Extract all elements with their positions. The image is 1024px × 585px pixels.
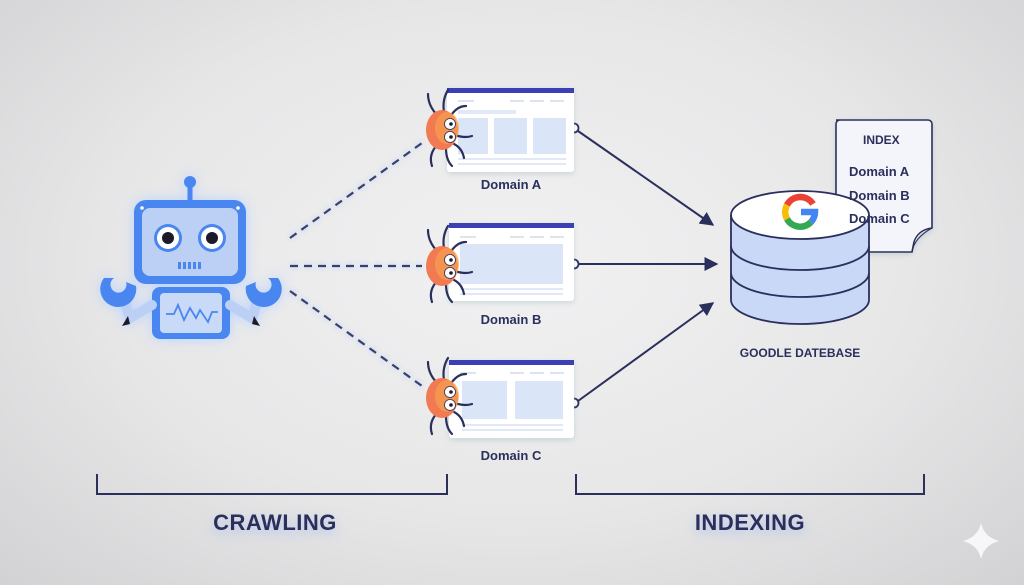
indexing-bracket bbox=[575, 474, 925, 495]
crawl-link-a bbox=[289, 142, 423, 239]
index-entry-c: Domain C bbox=[849, 211, 910, 226]
index-arrows bbox=[568, 122, 719, 409]
spider-bot-icon-b bbox=[426, 224, 474, 304]
crawl-link-c bbox=[289, 290, 423, 387]
crawler-robot-icon bbox=[100, 176, 282, 339]
spider-bot-icon-c bbox=[426, 356, 474, 436]
index-entry-b: Domain B bbox=[849, 188, 910, 203]
index-arrow-a bbox=[577, 130, 715, 226]
google-g-logo-icon bbox=[782, 193, 819, 230]
crawl-links bbox=[289, 142, 423, 387]
index-title: INDEX bbox=[863, 133, 900, 147]
domain-card-b bbox=[449, 223, 574, 301]
crawling-label: CRAWLING bbox=[213, 510, 337, 535]
google-database-icon bbox=[730, 190, 870, 325]
indexing-label: INDEXING bbox=[694, 510, 806, 535]
database-label: GOODLE DATEBASE bbox=[739, 346, 861, 360]
domain-a-label: Domain A bbox=[480, 177, 542, 192]
domain-card-a bbox=[447, 88, 574, 172]
sparkle-icon bbox=[963, 523, 999, 559]
crawling-bracket bbox=[96, 474, 448, 495]
spider-bot-icon-a bbox=[426, 88, 474, 168]
domain-b-label: Domain B bbox=[480, 312, 542, 327]
index-entry-a: Domain A bbox=[849, 164, 910, 179]
index-arrow-c bbox=[577, 302, 715, 402]
domain-c-label: Domain C bbox=[480, 448, 542, 463]
domain-card-c bbox=[449, 360, 574, 438]
